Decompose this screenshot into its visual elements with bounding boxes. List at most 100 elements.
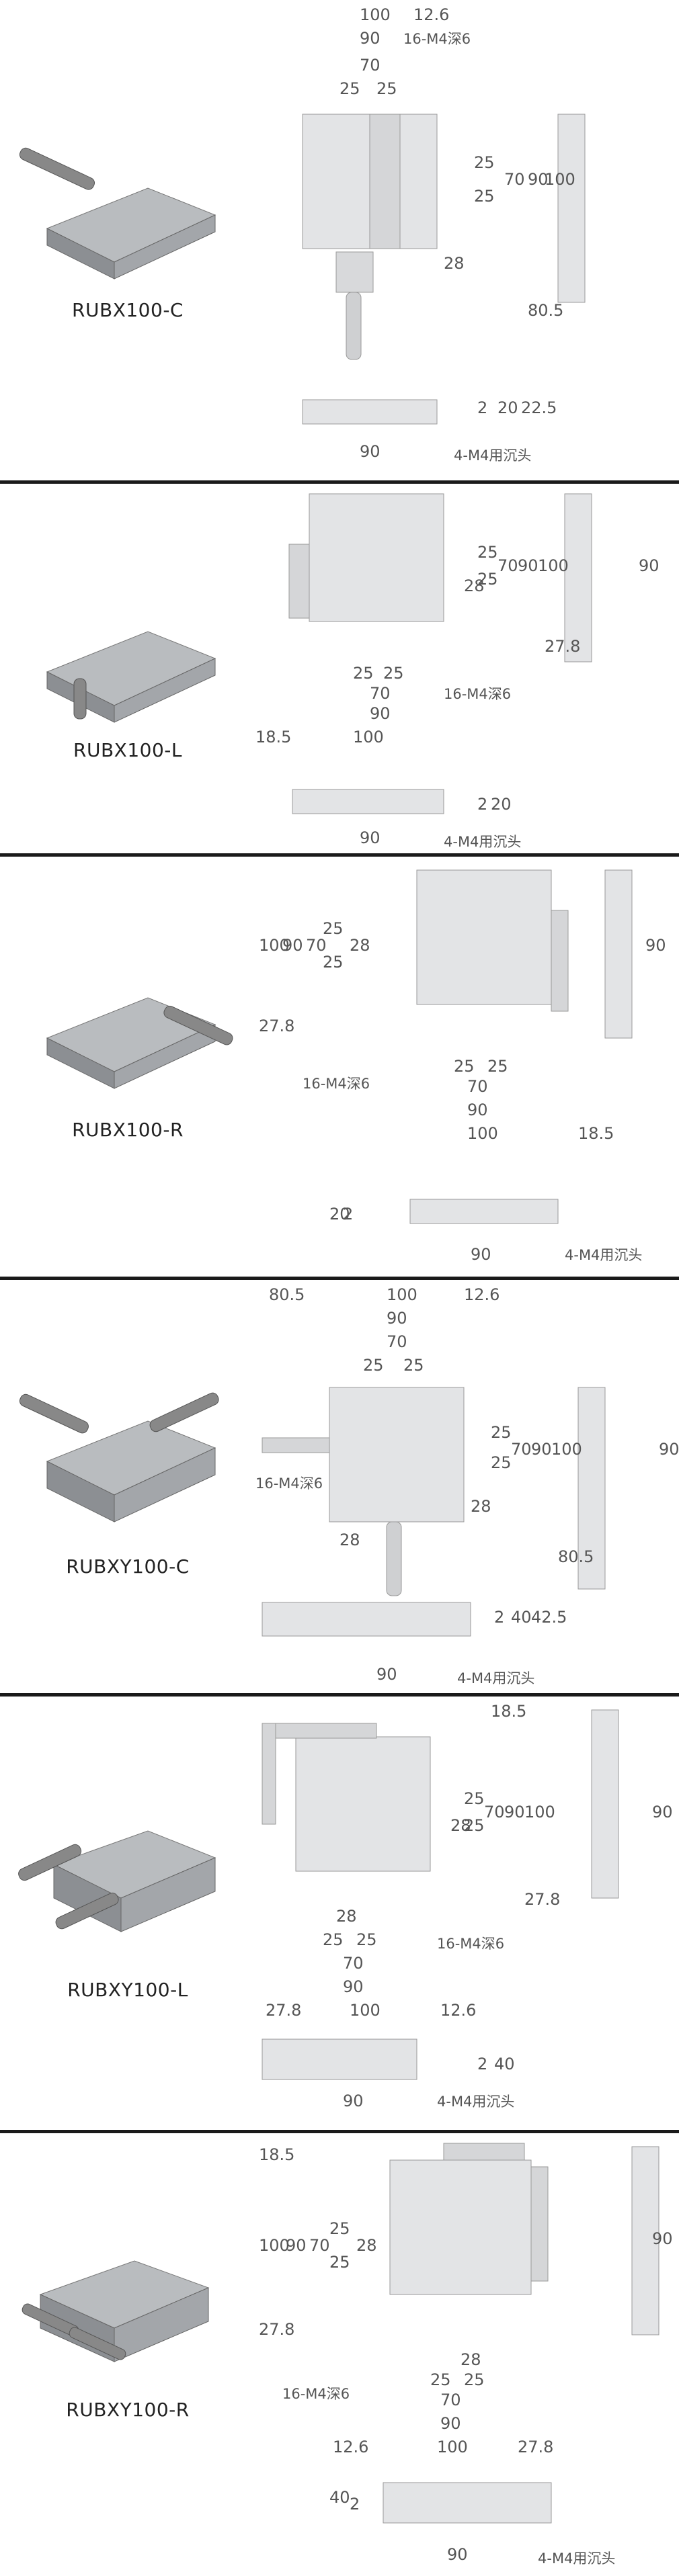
- model-label: RUBX100-C: [72, 299, 184, 321]
- hole-note: 16-M4深6: [282, 2386, 350, 2402]
- dim-label: 80.5: [558, 1547, 594, 1566]
- dim-label: 20: [491, 795, 512, 814]
- dimension-drawing: 100 12.6 90 16-M4深6 70 25 25 25 25 70 90…: [302, 5, 586, 464]
- dim-label: 28: [450, 1816, 471, 1835]
- dim-label: 90: [652, 1803, 673, 1821]
- dim-label: 25: [477, 570, 498, 589]
- product-photo: [19, 1392, 219, 1522]
- dim-label: 28: [464, 576, 485, 595]
- dim-label: 70: [497, 556, 518, 575]
- dimension-drawing: 80.5 100 12.6 90 70 25 25 25 25 70 90 10…: [255, 1285, 679, 1686]
- hole-note: 4-M4用沉头: [454, 447, 531, 464]
- dim-label: 12.6: [333, 2438, 368, 2456]
- dim-label: 100: [551, 1440, 582, 1459]
- dim-label: 80.5: [269, 1285, 305, 1304]
- dim-label: 25: [474, 153, 495, 172]
- dim-label: 2: [343, 1205, 353, 1223]
- dim-label: 18.5: [578, 1124, 614, 1143]
- dim-label: 25: [464, 1789, 485, 1808]
- dim-label: 27.8: [545, 637, 580, 656]
- dim-label: 90: [528, 170, 549, 189]
- dim-label: 25: [491, 1423, 512, 1442]
- dim-label: 90: [370, 704, 391, 723]
- dim-label: 25: [376, 79, 397, 98]
- model-label: RUBXY100-R: [66, 2399, 190, 2421]
- product-photo: [18, 1830, 216, 1932]
- dim-label: 90: [447, 2545, 468, 2564]
- dim-label: 90: [282, 936, 303, 955]
- hole-note: 4-M4用沉头: [437, 2094, 514, 2110]
- dim-label: 18.5: [255, 728, 291, 746]
- section-rubxy100-r: RUBXY100-R 18.5 100 90 70 25 25 28 27.8 …: [0, 2133, 679, 2576]
- product-photo: [46, 997, 233, 1089]
- dim-label: 90: [504, 1803, 525, 1821]
- dim-label: 27.8: [259, 1017, 294, 1035]
- dim-label: 70: [484, 1803, 505, 1821]
- dim-label: 90: [440, 2414, 461, 2433]
- dim-label: 70: [511, 1440, 532, 1459]
- dim-label: 28: [336, 1907, 357, 1926]
- dim-label: 25: [323, 1930, 344, 1949]
- dim-label: 25: [323, 919, 344, 938]
- dim-label: 25: [363, 1356, 384, 1375]
- dim-label: 2: [477, 398, 487, 417]
- model-label: RUBX100-R: [72, 1119, 184, 1141]
- section-divider: [0, 853, 679, 857]
- dim-label: 70: [387, 1332, 407, 1351]
- dim-label: 100: [350, 2001, 381, 2020]
- dim-label: 25: [487, 1057, 508, 1076]
- dim-label: 12.6: [413, 5, 449, 24]
- dim-label: 27.8: [524, 1890, 560, 1909]
- dim-label: 70: [504, 170, 525, 189]
- dim-label: 100: [437, 2438, 468, 2456]
- dim-label: 22.5: [521, 398, 557, 417]
- dim-label: 25: [323, 953, 344, 972]
- dim-label: 70: [370, 684, 391, 703]
- dim-label: 12.6: [464, 1285, 500, 1304]
- product-photo: [19, 147, 216, 280]
- dim-label: 90: [659, 1440, 679, 1459]
- dim-label: 20: [497, 398, 518, 417]
- dim-label: 90: [360, 828, 381, 847]
- section-rubx100-l: RUBX100-L 25 25 70 90 100 28 27.8 90 25 …: [0, 484, 679, 853]
- dim-label: 70: [309, 2236, 330, 2255]
- dim-label: 90: [471, 1245, 491, 1264]
- dim-label: 100: [538, 556, 569, 575]
- dim-label: 25: [329, 2253, 350, 2272]
- model-label: RUBXY100-C: [66, 1555, 190, 1578]
- dimension-drawing: 100 90 70 25 25 28 27.8 90 16-M4深6 25 25…: [259, 869, 666, 1264]
- dim-label: 90: [387, 1309, 407, 1328]
- dim-label: 25: [454, 1057, 475, 1076]
- dim-label: 25: [383, 664, 404, 683]
- section-divider: [0, 2130, 679, 2133]
- dim-label: 70: [440, 2391, 461, 2409]
- dim-label: 100: [259, 2236, 290, 2255]
- hole-note: 4-M4用沉头: [565, 1247, 642, 1263]
- dim-label: 70: [360, 56, 381, 75]
- dim-label: 90: [652, 2229, 673, 2248]
- dimension-drawing: 25 25 70 90 100 28 27.8 90 25 25 70 90 1…: [255, 493, 660, 850]
- dim-label: 25: [464, 1816, 485, 1835]
- dim-label: 28: [340, 1531, 360, 1549]
- dim-label: 27.8: [259, 2320, 294, 2339]
- model-label: RUBXY100-L: [67, 1979, 188, 2001]
- dim-label: 90: [467, 1101, 488, 1119]
- dim-label: 100: [467, 1124, 498, 1143]
- dim-label: 100: [360, 5, 391, 24]
- dim-label: 42.5: [531, 1608, 567, 1627]
- dim-label: 25: [353, 664, 374, 683]
- dim-label: 80.5: [528, 301, 563, 320]
- dim-label: 25: [356, 1930, 377, 1949]
- hole-note: 4-M4用沉头: [444, 834, 521, 850]
- dim-label: 90: [360, 29, 381, 48]
- dim-label: 70: [467, 1077, 488, 1096]
- dim-label: 90: [639, 556, 660, 575]
- dim-label: 25: [474, 187, 495, 206]
- dim-label: 100: [259, 936, 290, 955]
- dim-label: 90: [531, 1440, 552, 1459]
- dim-label: 28: [356, 2236, 377, 2255]
- section-rubxy100-c: RUBXY100-C 80.5 100 12.6 90 70 25 25 25 …: [0, 1280, 679, 1693]
- dim-label: 70: [306, 936, 327, 955]
- hole-note: 4-M4用沉头: [457, 1670, 534, 1686]
- hole-note: 16-M4深6: [303, 1076, 370, 1092]
